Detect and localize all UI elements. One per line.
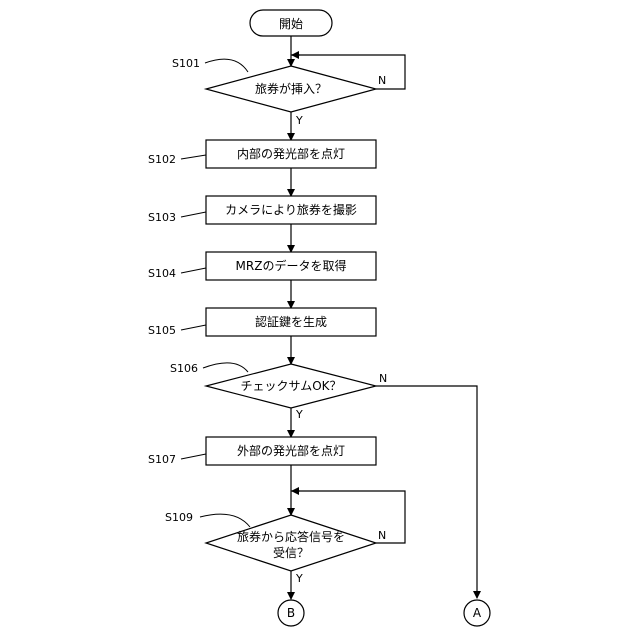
connector-b-label: B: [287, 606, 295, 620]
leader-s103: [181, 212, 206, 217]
s106-yes-label: Y: [295, 408, 303, 421]
decision-s106-text: チェックサムOK？: [240, 379, 341, 393]
start-label: 開始: [279, 17, 303, 31]
s101-no-label: N: [378, 74, 386, 87]
step-s102: S102: [148, 153, 176, 166]
path-s106-no-to-a: [376, 386, 477, 598]
step-s105: S105: [148, 324, 176, 337]
s109-yes-label: Y: [295, 572, 303, 585]
leader-s109: [200, 514, 250, 527]
process-s103-text: カメラにより旅券を撮影: [225, 202, 357, 217]
leader-s106: [203, 363, 248, 372]
step-s107: S107: [148, 453, 176, 466]
connector-a-label: A: [473, 606, 482, 620]
step-s104: S104: [148, 267, 176, 280]
process-s105-text: 認証鍵を生成: [255, 314, 327, 329]
process-s102-text: 内部の発光部を点灯: [237, 146, 345, 161]
step-s106: S106: [170, 362, 198, 375]
step-s101: S101: [172, 57, 200, 70]
s101-yes-label: Y: [295, 114, 303, 127]
leader-s101: [205, 59, 248, 72]
s106-no-label: N: [379, 372, 387, 385]
step-s109: S109: [165, 511, 193, 524]
decision-s109-text-line1: 旅券から応答信号を: [237, 529, 345, 544]
process-s104-text: MRZのデータを取得: [236, 258, 347, 273]
leader-s102: [181, 155, 206, 159]
decision-s101-text: 旅券が挿入？: [255, 81, 327, 96]
leader-s107: [181, 454, 206, 459]
leader-s104: [181, 268, 206, 273]
process-s107-text: 外部の発光部を点灯: [237, 443, 345, 458]
decision-s109-text-line2: 受信？: [273, 546, 309, 560]
leader-s105: [181, 325, 206, 330]
step-s103: S103: [148, 211, 176, 224]
s109-no-label: N: [378, 529, 386, 542]
